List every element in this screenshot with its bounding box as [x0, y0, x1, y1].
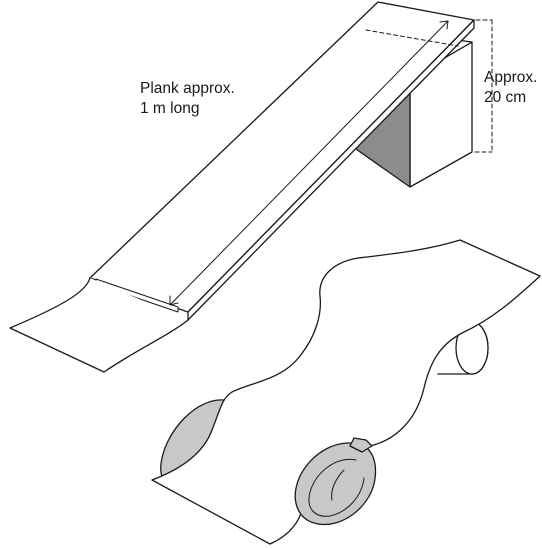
paper-sheet-left	[9, 277, 189, 373]
plank-label-line2: 1 m long	[140, 100, 200, 117]
paper-strip-wavy	[151, 239, 541, 545]
height-dimension	[474, 19, 493, 153]
wheel-inner-rim	[308, 458, 365, 517]
wheel-top-tab	[349, 437, 373, 453]
plank-length-label: Plank approx. 1 m long	[140, 79, 235, 119]
plank-label-line1: Plank approx.	[140, 80, 235, 97]
car-front-wheel	[294, 437, 377, 526]
wheel-outer	[294, 442, 377, 526]
wheel-inner-detail	[331, 469, 345, 501]
plank-side-edge	[187, 19, 475, 321]
plank-top-mark-line	[365, 29, 459, 47]
height-label: Approx. 20 cm	[484, 68, 537, 108]
length-arrow	[169, 20, 449, 306]
height-label-line1: Approx.	[484, 69, 538, 86]
height-label-line2: 20 cm	[484, 89, 527, 106]
plank	[89, 1, 475, 321]
